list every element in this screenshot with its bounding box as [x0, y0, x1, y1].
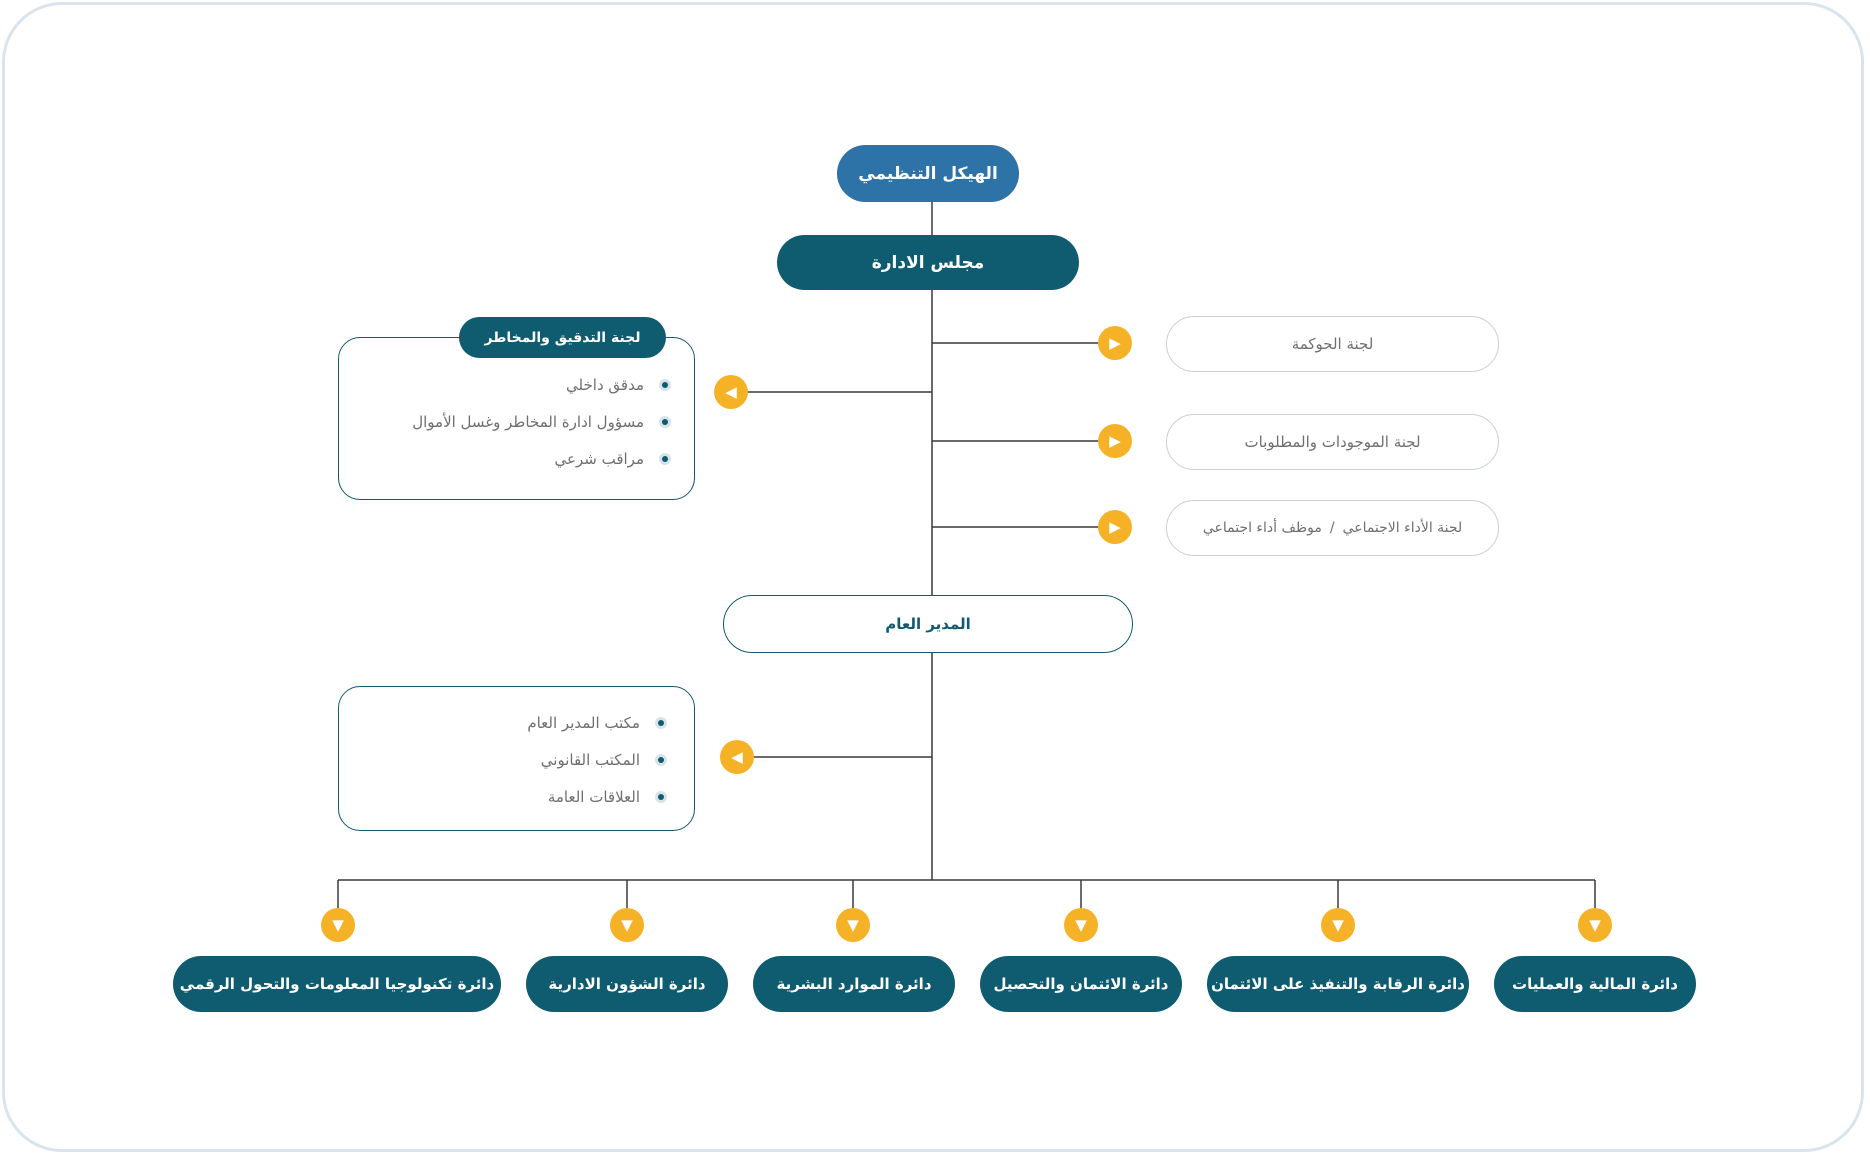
- play-down-icon: ▼: [1578, 908, 1612, 942]
- bullet-dot-icon: [662, 455, 668, 462]
- social-committee-part1: لجنة الأداء الاجتماعي: [1342, 520, 1463, 536]
- committee-governance: لجنة الحوكمة: [1166, 316, 1499, 372]
- play-right-icon: ▶: [1098, 424, 1132, 458]
- bullet-dot-icon: [662, 381, 668, 388]
- department-human-resources: دائرة الموارد البشرية: [753, 956, 955, 1012]
- play-left-icon: ◀: [714, 375, 748, 409]
- list-item: مكتب المدير العام: [527, 704, 664, 741]
- play-left-icon: ◀: [720, 740, 754, 774]
- department-credit-control: دائرة الرقابة والتنفيذ على الائتمان: [1207, 956, 1469, 1012]
- department-credit-collection: دائرة الائتمان والتحصيل: [980, 956, 1182, 1012]
- audit-committee-title: لجنة التدقيق والمخاطر: [459, 317, 666, 358]
- play-down-icon: ▼: [1321, 908, 1355, 942]
- play-down-icon: ▼: [836, 908, 870, 942]
- social-committee-part2: موظف أداء اجتماعي: [1202, 520, 1322, 536]
- play-right-icon: ▶: [1098, 510, 1132, 544]
- list-item: مسؤول ادارة المخاطر وغسل الأموال: [412, 403, 668, 440]
- gm-offices-box: مكتب المدير العام المكتب القانوني العلاق…: [338, 686, 695, 831]
- department-administrative-affairs: دائرة الشؤون الادارية: [526, 956, 728, 1012]
- audit-committee-box: مدقق داخلي مسؤول ادارة المخاطر وغسل الأم…: [338, 337, 695, 500]
- list-item: مدقق داخلي: [412, 366, 668, 403]
- audit-committee-list: مدقق داخلي مسؤول ادارة المخاطر وغسل الأم…: [412, 366, 668, 477]
- committee-assets-liabilities: لجنة الموجودات والمطلوبات: [1166, 414, 1499, 470]
- chart-title: الهيكل التنظيمي: [837, 145, 1019, 202]
- play-down-icon: ▼: [321, 908, 355, 942]
- play-right-icon: ▶: [1098, 326, 1132, 360]
- bullet-dot-icon: [662, 418, 668, 425]
- board-node: مجلس الادارة: [777, 235, 1079, 290]
- bullet-dot-icon: [658, 793, 664, 800]
- list-item: المكتب القانوني: [527, 741, 664, 778]
- social-committee-separator: /: [1329, 520, 1335, 536]
- play-down-icon: ▼: [610, 908, 644, 942]
- gm-offices-list: مكتب المدير العام المكتب القانوني العلاق…: [527, 704, 664, 815]
- department-it-digital: دائرة تكنولوجيا المعلومات والتحول الرقمي: [173, 956, 501, 1012]
- department-finance-operations: دائرة المالية والعمليات: [1494, 956, 1696, 1012]
- general-manager-node: المدير العام: [723, 595, 1133, 653]
- list-item: العلاقات العامة: [527, 778, 664, 815]
- committee-social-performance: لجنة الأداء الاجتماعي / موظف أداء اجتماع…: [1166, 500, 1499, 556]
- bullet-dot-icon: [658, 756, 664, 763]
- list-item: مراقب شرعي: [412, 440, 668, 477]
- bullet-dot-icon: [658, 719, 664, 726]
- play-down-icon: ▼: [1064, 908, 1098, 942]
